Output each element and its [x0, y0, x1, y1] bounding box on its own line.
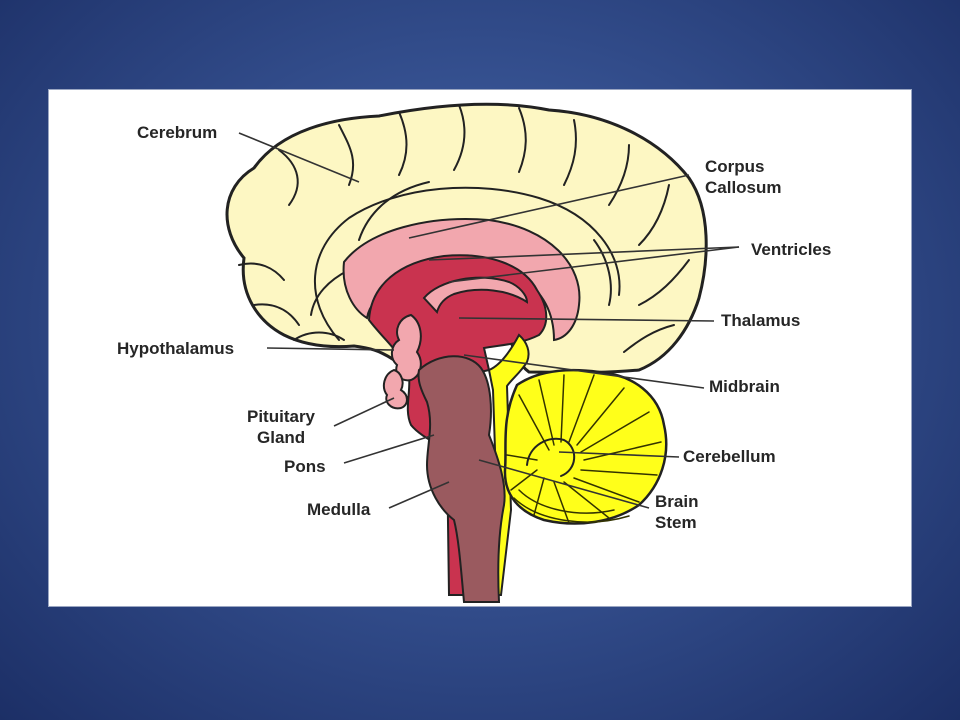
cingulate-sulcus	[313, 186, 621, 341]
label-corpus-callosum-line1: Corpus	[705, 157, 765, 176]
brain-stem-shape	[417, 355, 506, 603]
cerebrum-folds	[238, 104, 690, 353]
label-pituitary-line2: Gland	[257, 428, 305, 447]
label-thalamus: Thalamus	[721, 311, 800, 330]
fornix-curve	[422, 276, 529, 314]
label-pituitary-line1: Pituitary	[247, 407, 316, 426]
label-brain-stem-line2: Stem	[655, 513, 697, 532]
leader-lines	[238, 132, 740, 509]
label-midbrain: Midbrain	[709, 377, 780, 396]
label-hypothalamus: Hypothalamus	[117, 339, 234, 358]
label-corpus-callosum-line2: Callosum	[705, 178, 782, 197]
label-pons: Pons	[284, 457, 326, 476]
pituitary-shape	[382, 368, 408, 410]
label-brain-stem-line1: Brain	[655, 492, 698, 511]
label-medulla: Medulla	[307, 500, 371, 519]
cerebellum-folia	[506, 374, 662, 524]
diagram-panel: Cerebrum Corpus Callosum Ventricles Thal…	[48, 89, 912, 607]
label-cerebellum: Cerebellum	[683, 447, 776, 466]
label-cerebrum: Cerebrum	[137, 123, 217, 142]
label-ventricles: Ventricles	[751, 240, 831, 259]
brain-diagram: Cerebrum Corpus Callosum Ventricles Thal…	[117, 102, 831, 603]
